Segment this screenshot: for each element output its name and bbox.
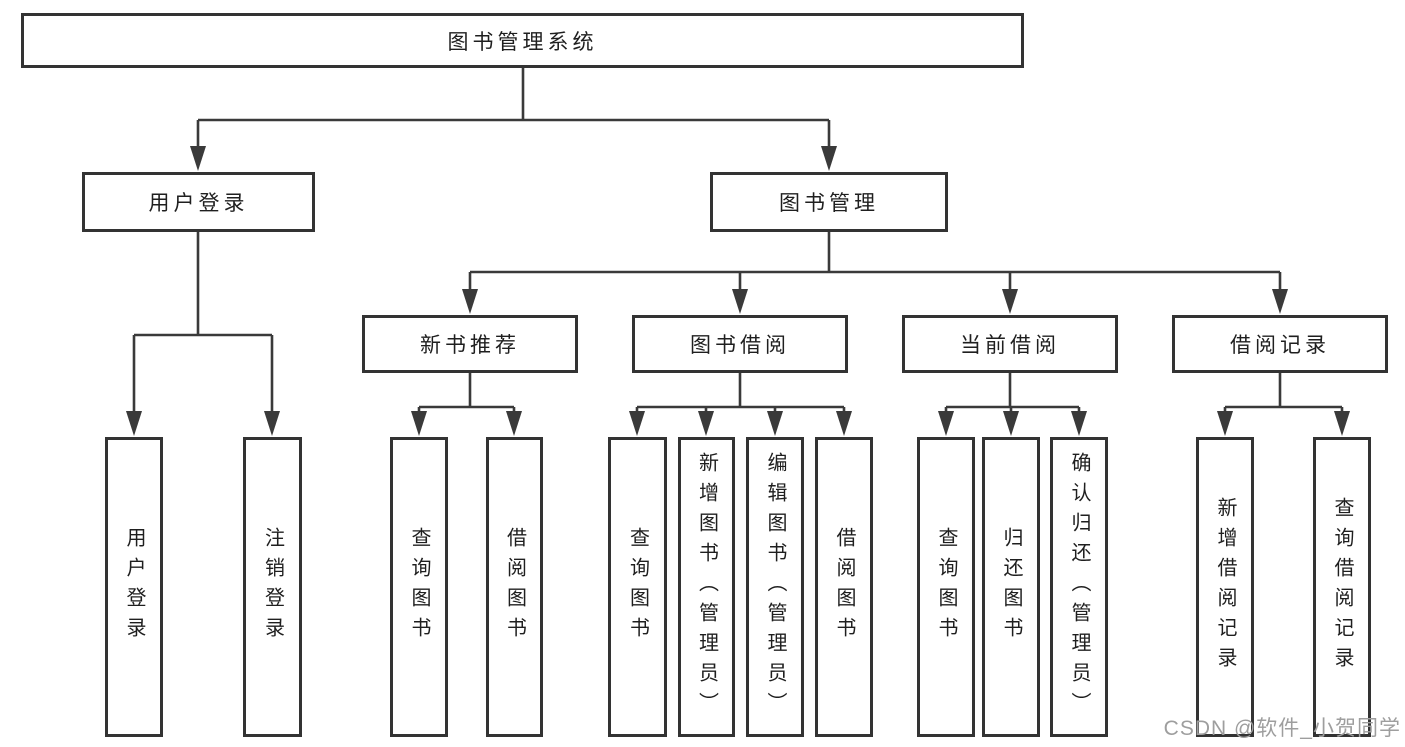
node-leaf-return-books: 归还图书: [982, 437, 1040, 737]
node-label: 借阅图书: [503, 527, 526, 647]
node-label: 查询借阅记录: [1331, 497, 1353, 677]
csdn-watermark: CSDN @软件_小贺同学: [1163, 717, 1401, 740]
node-leaf-logout: 注销登录: [243, 437, 302, 737]
node-label: 图书借阅: [690, 334, 790, 357]
node-leaf-query-books-recommend: 查询图书: [390, 437, 448, 737]
node-label: 注销登录: [261, 527, 284, 647]
node-label: 查询图书: [935, 527, 957, 647]
node-user-login: 用户登录: [82, 172, 315, 232]
node-leaf-borrow-books-recommend: 借阅图书: [486, 437, 543, 737]
node-leaf-query-books-borrow: 查询图书: [608, 437, 667, 737]
node-label: 新增借阅记录: [1214, 497, 1236, 677]
node-label: 借阅记录: [1230, 334, 1330, 357]
node-label: 图书管理: [779, 192, 879, 215]
node-label: 查询图书: [408, 527, 430, 647]
node-label: 编辑图书（管理员）: [764, 452, 786, 722]
node-leaf-query-books-current: 查询图书: [917, 437, 975, 737]
node-label: 借阅图书: [833, 527, 855, 647]
node-label: 图书管理系统: [447, 30, 598, 54]
node-current-borrowing: 当前借阅: [902, 315, 1118, 373]
node-label: 新书推荐: [420, 334, 520, 357]
node-leaf-add-borrow-record: 新增借阅记录: [1196, 437, 1254, 737]
node-leaf-add-books-admin: 新增图书（管理员）: [678, 437, 735, 737]
node-new-book-recommend: 新书推荐: [362, 315, 578, 373]
node-library-system: 图书管理系统: [21, 13, 1024, 68]
node-label: 确认归还（管理员）: [1068, 452, 1090, 722]
node-leaf-user-login: 用户登录: [105, 437, 163, 737]
node-book-borrowing: 图书借阅: [632, 315, 848, 373]
node-leaf-edit-books-admin: 编辑图书（管理员）: [746, 437, 804, 737]
node-leaf-query-borrow-record: 查询借阅记录: [1313, 437, 1371, 737]
node-label: 用户登录: [123, 527, 145, 647]
node-label: 当前借阅: [960, 334, 1060, 357]
node-borrowing-records: 借阅记录: [1172, 315, 1388, 373]
node-leaf-borrow-books: 借阅图书: [815, 437, 873, 737]
node-book-management: 图书管理: [710, 172, 948, 232]
node-label: 归还图书: [1000, 527, 1022, 647]
node-label: 查询图书: [626, 527, 649, 647]
node-leaf-confirm-return-admin: 确认归还（管理员）: [1050, 437, 1108, 737]
node-label: 新增图书（管理员）: [695, 452, 718, 722]
node-label: 用户登录: [148, 192, 249, 215]
